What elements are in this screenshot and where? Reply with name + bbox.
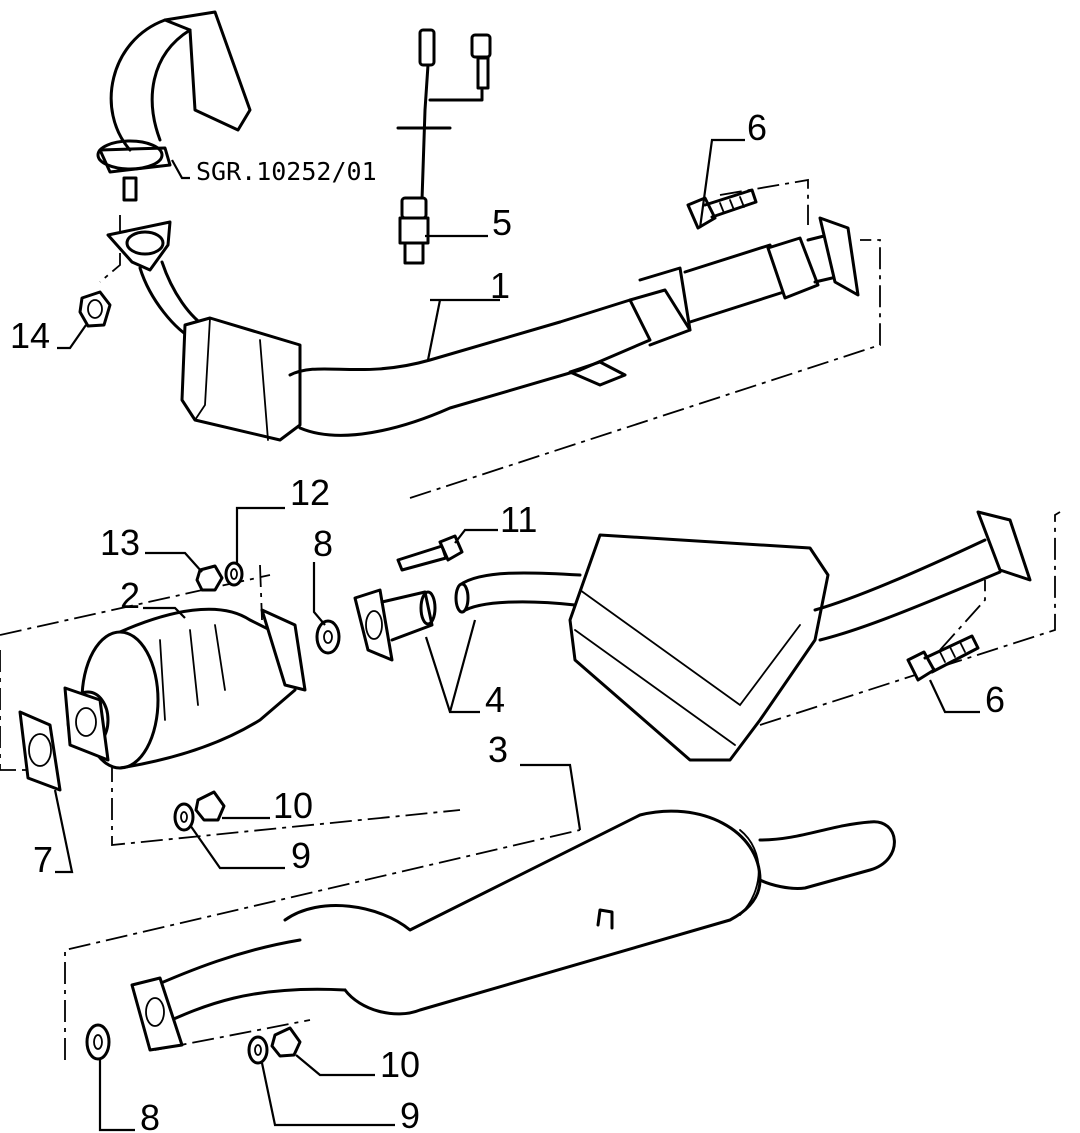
assembly-guide-lines (0, 178, 1061, 1060)
callout-1: 1 (490, 265, 510, 306)
bolt-6-upper (686, 188, 758, 230)
washer-12 (224, 561, 244, 587)
middle-silencer (568, 510, 1032, 762)
callout-11: 11 (500, 499, 537, 540)
callout-4: 4 (485, 679, 505, 720)
callout-13: 13 (100, 522, 140, 563)
front-exhaust-pipe (96, 10, 860, 442)
bolt-11 (396, 534, 464, 572)
washer-8-upper (315, 619, 341, 655)
nut-10-middle (194, 790, 226, 822)
callout-8-lower: 8 (140, 1097, 160, 1133)
washer-9-lower (247, 1035, 269, 1065)
rear-silencer (130, 809, 896, 1052)
callout-7: 7 (33, 839, 53, 880)
callout-6-upper: 6 (747, 107, 767, 148)
callout-9-lower: 9 (400, 1095, 420, 1133)
callout-12: 12 (290, 472, 330, 513)
gasket-7 (18, 710, 62, 792)
callout-6-lower: 6 (985, 679, 1005, 720)
callout-3: 3 (488, 729, 508, 770)
callout-9-middle: 9 (291, 835, 311, 876)
catalytic-converter (63, 607, 307, 770)
intermediate-pipe (353, 571, 582, 662)
callout-8-upper: 8 (313, 523, 333, 564)
callout-2: 2 (120, 575, 140, 616)
washer-9-middle (173, 802, 195, 832)
reference-code-label: SGR.10252/01 (196, 157, 377, 186)
oxygen-sensor (396, 28, 492, 265)
callout-10-middle: 10 (273, 785, 313, 826)
leader-lines (53, 138, 980, 1132)
callout-10-lower: 10 (380, 1044, 420, 1085)
nut-13 (195, 564, 224, 592)
nut-10-lower (270, 1026, 302, 1058)
callout-5: 5 (492, 202, 512, 243)
washer-8-lower (85, 1023, 111, 1061)
callout-14: 14 (10, 315, 50, 356)
nut-14 (78, 290, 112, 328)
bolt-6-lower (906, 634, 980, 682)
callout-labels: SGR.10252/01 1 2 3 4 5 6 6 7 8 8 9 9 10 … (10, 107, 1005, 1133)
